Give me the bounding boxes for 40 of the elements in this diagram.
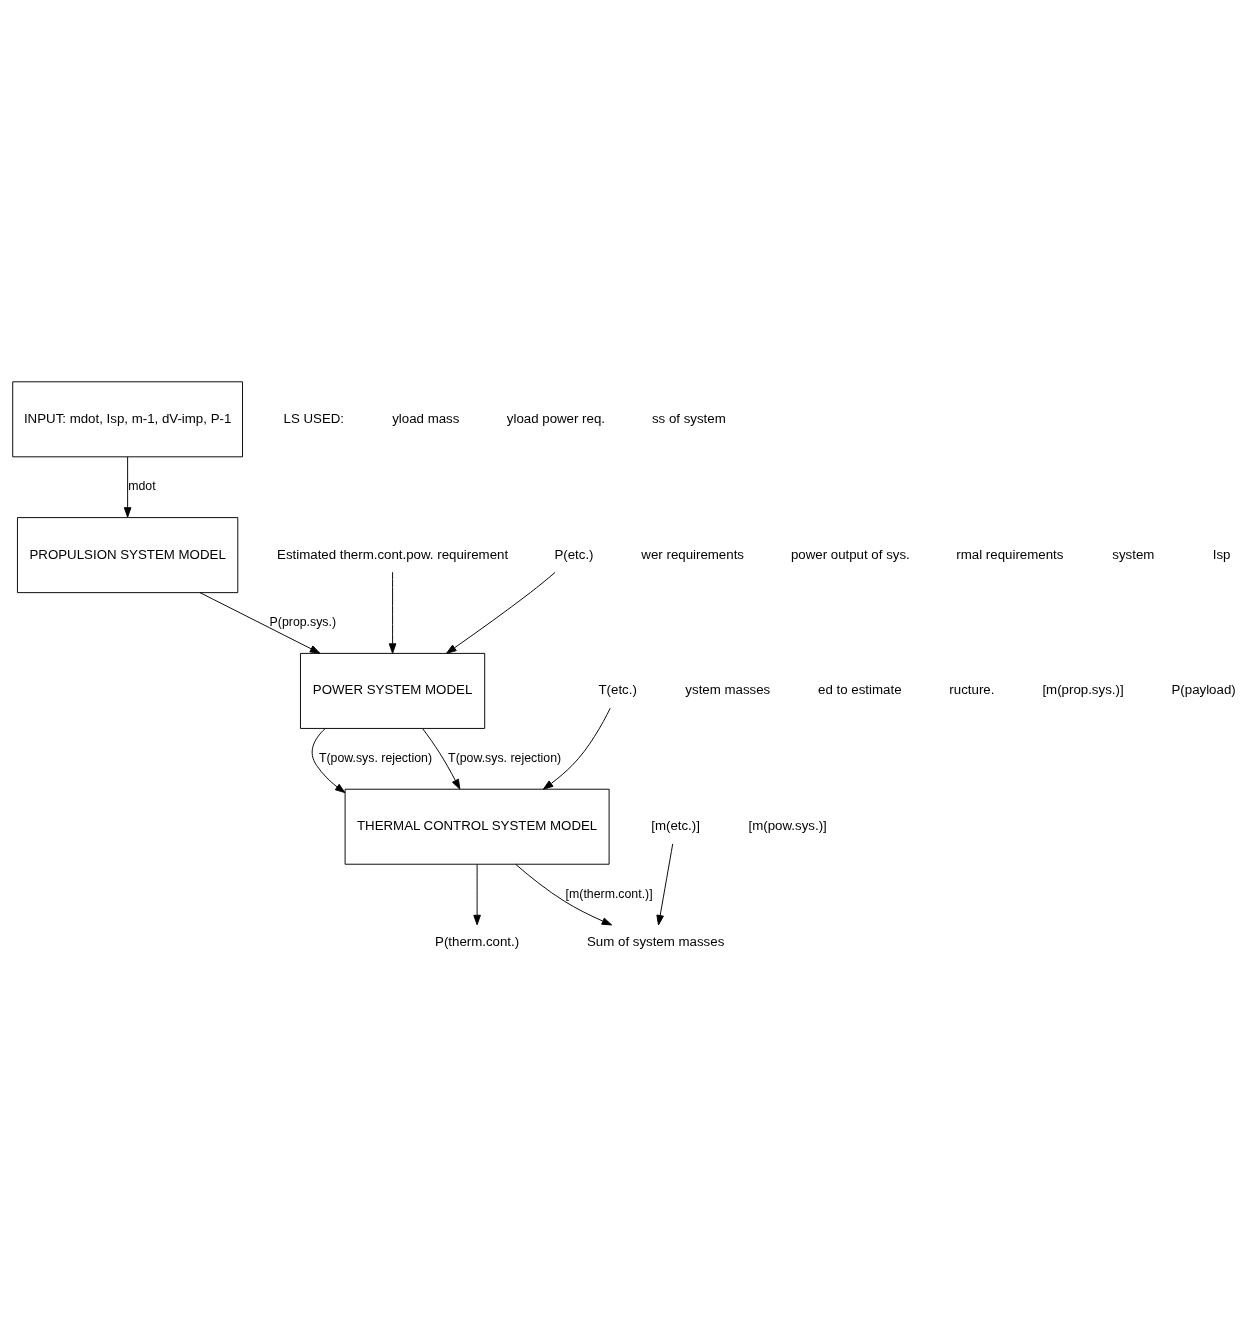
label: [m(prop.sys.)] [1042, 682, 1124, 698]
node-box: INPUT: mdot, Isp, m-1, dV-imp, P-1 [12, 381, 243, 458]
label: power output of sys. [790, 546, 910, 562]
node-box: PROPULSION SYSTEM MODEL [17, 517, 239, 594]
arrow [311, 728, 346, 794]
edge-label: mdot [128, 479, 156, 494]
arrow [473, 864, 481, 926]
edge-label: [m(therm.cont.)] [565, 886, 653, 901]
label: yload power req. [506, 410, 606, 426]
arrow [123, 456, 132, 518]
label: [m(pow.sys.)] [748, 818, 827, 834]
edge-label: P(prop.sys.) [269, 615, 337, 630]
node-text: Sum of system masses [587, 933, 725, 949]
node-box: POWER SYSTEM MODEL [300, 652, 486, 729]
label: ed to estimate [818, 682, 902, 698]
node-text: Estimated therm.cont.pow. requirement [277, 546, 509, 562]
label: wer requirements [641, 546, 744, 562]
node-text: T(etc.) [598, 682, 637, 698]
node-text: P(etc.) [554, 546, 594, 562]
arrow [542, 707, 611, 790]
label: ructure. [949, 682, 995, 698]
label: ss of system [651, 410, 726, 426]
node-box: THERMAL CONTROL SYSTEM MODEL [344, 788, 610, 865]
arrow [446, 571, 556, 654]
arrow [515, 863, 613, 926]
node-text: [m(etc.)] [651, 818, 700, 834]
label: system [1112, 546, 1155, 562]
label: ystem masses [685, 682, 771, 698]
arrow [199, 592, 321, 654]
edge-label: T(pow.sys. rejection) [448, 751, 562, 766]
label: LS USED: [283, 410, 345, 426]
label: rmal requirements [956, 546, 1064, 562]
label: Isp [1212, 546, 1231, 562]
arrow [656, 843, 674, 926]
arrow [422, 728, 461, 790]
node-text: P(therm.cont.) [435, 933, 520, 949]
label: yload mass [392, 410, 460, 426]
edge-label: T(pow.sys. rejection) [318, 751, 433, 766]
label: P(payload) [1171, 682, 1236, 698]
arrow [388, 571, 397, 654]
